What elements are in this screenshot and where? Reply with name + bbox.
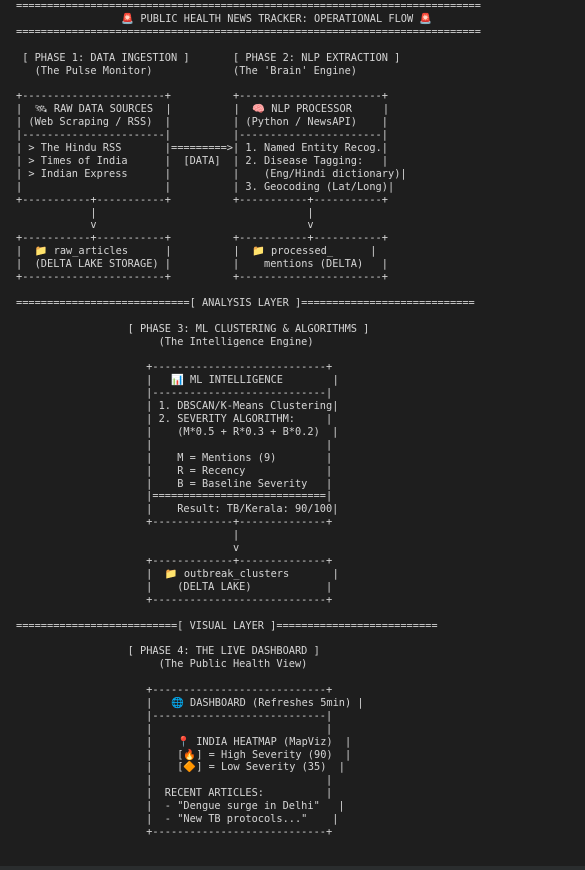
nlp-step: (Eng/Hindi dictionary) (245, 167, 401, 180)
ml-item: 1. DBSCAN/K-Means Clustering (158, 400, 333, 413)
formula-legend: M = Mentions (9) (177, 451, 277, 464)
raw-sources-subtitle: (Web Scraping / RSS) (28, 116, 153, 129)
outbreak-clusters-store-type: (DELTA LAKE) (177, 580, 252, 593)
phase1-title: [ PHASE 1: DATA INGESTION ] (22, 51, 190, 64)
nlp-step: 1. Named Entity Recog. (245, 141, 382, 154)
high-severity-legend: [🔥] = High Severity (90) (177, 748, 333, 761)
header-rule-top: ========================================… (16, 0, 481, 12)
nlp-processor-title: 🧠 NLP PROCESSOR (252, 103, 352, 116)
phase4-subtitle: (The Public Health View) (158, 658, 308, 671)
raw-articles-store: 📁 raw_articles (34, 245, 129, 258)
header-rule-bottom: ========================================… (16, 25, 481, 38)
ml-item: (M*0.5 + R*0.3 + B*0.2) (158, 425, 320, 438)
ml-item: 2. SEVERITY ALGORITHM: (158, 413, 295, 425)
visual-layer-rule: ==========================[ VISUAL LAYER… (16, 619, 438, 632)
phase3-title: [ PHASE 3: ML CLUSTERING & ALGORITHMS ] (127, 322, 370, 335)
formula-legend: R = Recency (177, 464, 246, 477)
processed-mentions-store: 📁 processed_ (252, 245, 334, 258)
source-item: > Indian Express (28, 167, 128, 180)
heatmap-title: 📍 INDIA HEATMAP (MapViz) (177, 735, 333, 748)
low-severity-legend: [🔶] = Low Severity (35) (177, 761, 327, 774)
nlp-step: 2. Disease Tagging: (245, 154, 364, 167)
diagram-title: 🚨 PUBLIC HEALTH NEWS TRACKER: OPERATIONA… (121, 12, 433, 25)
phase3-subtitle: (The Intelligence Engine) (158, 335, 314, 348)
phase2-title: [ PHASE 2: NLP EXTRACTION ] (233, 51, 401, 64)
dashboard-title: 🌐 DASHBOARD (Refreshes 5min) (170, 696, 352, 709)
phase1-subtitle: (The Pulse Monitor) (34, 64, 153, 77)
ascii-flow-diagram: ========================================… (16, 0, 481, 838)
severity-result: Result: TB/Kerala: 90/100 (177, 503, 333, 516)
source-item: > The Hindu RSS (28, 141, 122, 154)
phase4-title: [ PHASE 4: THE LIVE DASHBOARD ] (127, 645, 320, 658)
ml-intelligence-title: 📊 ML INTELLIGENCE (170, 374, 283, 387)
article-item: - "New TB protocols..." (164, 813, 308, 826)
recent-articles-heading: RECENT ARTICLES: (164, 787, 264, 800)
formula-legend: B = Baseline Severity (177, 477, 308, 490)
nlp-step: 3. Geocoding (Lat/Long) (245, 180, 388, 193)
raw-articles-store-type: (DELTA LAKE STORAGE) (34, 258, 159, 271)
processed-mentions-store-type: mentions (DELTA) (264, 258, 364, 271)
analysis-layer-rule: ============================[ ANALYSIS L… (16, 296, 475, 309)
raw-sources-title: 🛰 RAW DATA SOURCES (34, 103, 154, 116)
data-flow-label: [DATA] (183, 154, 221, 167)
phase2-subtitle: (The 'Brain' Engine) (233, 64, 357, 77)
outbreak-clusters-store: 📁 outbreak_clusters (164, 567, 290, 580)
bottom-scroll-edge (0, 866, 585, 870)
nlp-processor-subtitle: (Python / NewsAPI) (245, 116, 357, 129)
article-item: - "Dengue surge in Delhi" (164, 800, 320, 813)
source-item: > Times of India (28, 154, 128, 167)
